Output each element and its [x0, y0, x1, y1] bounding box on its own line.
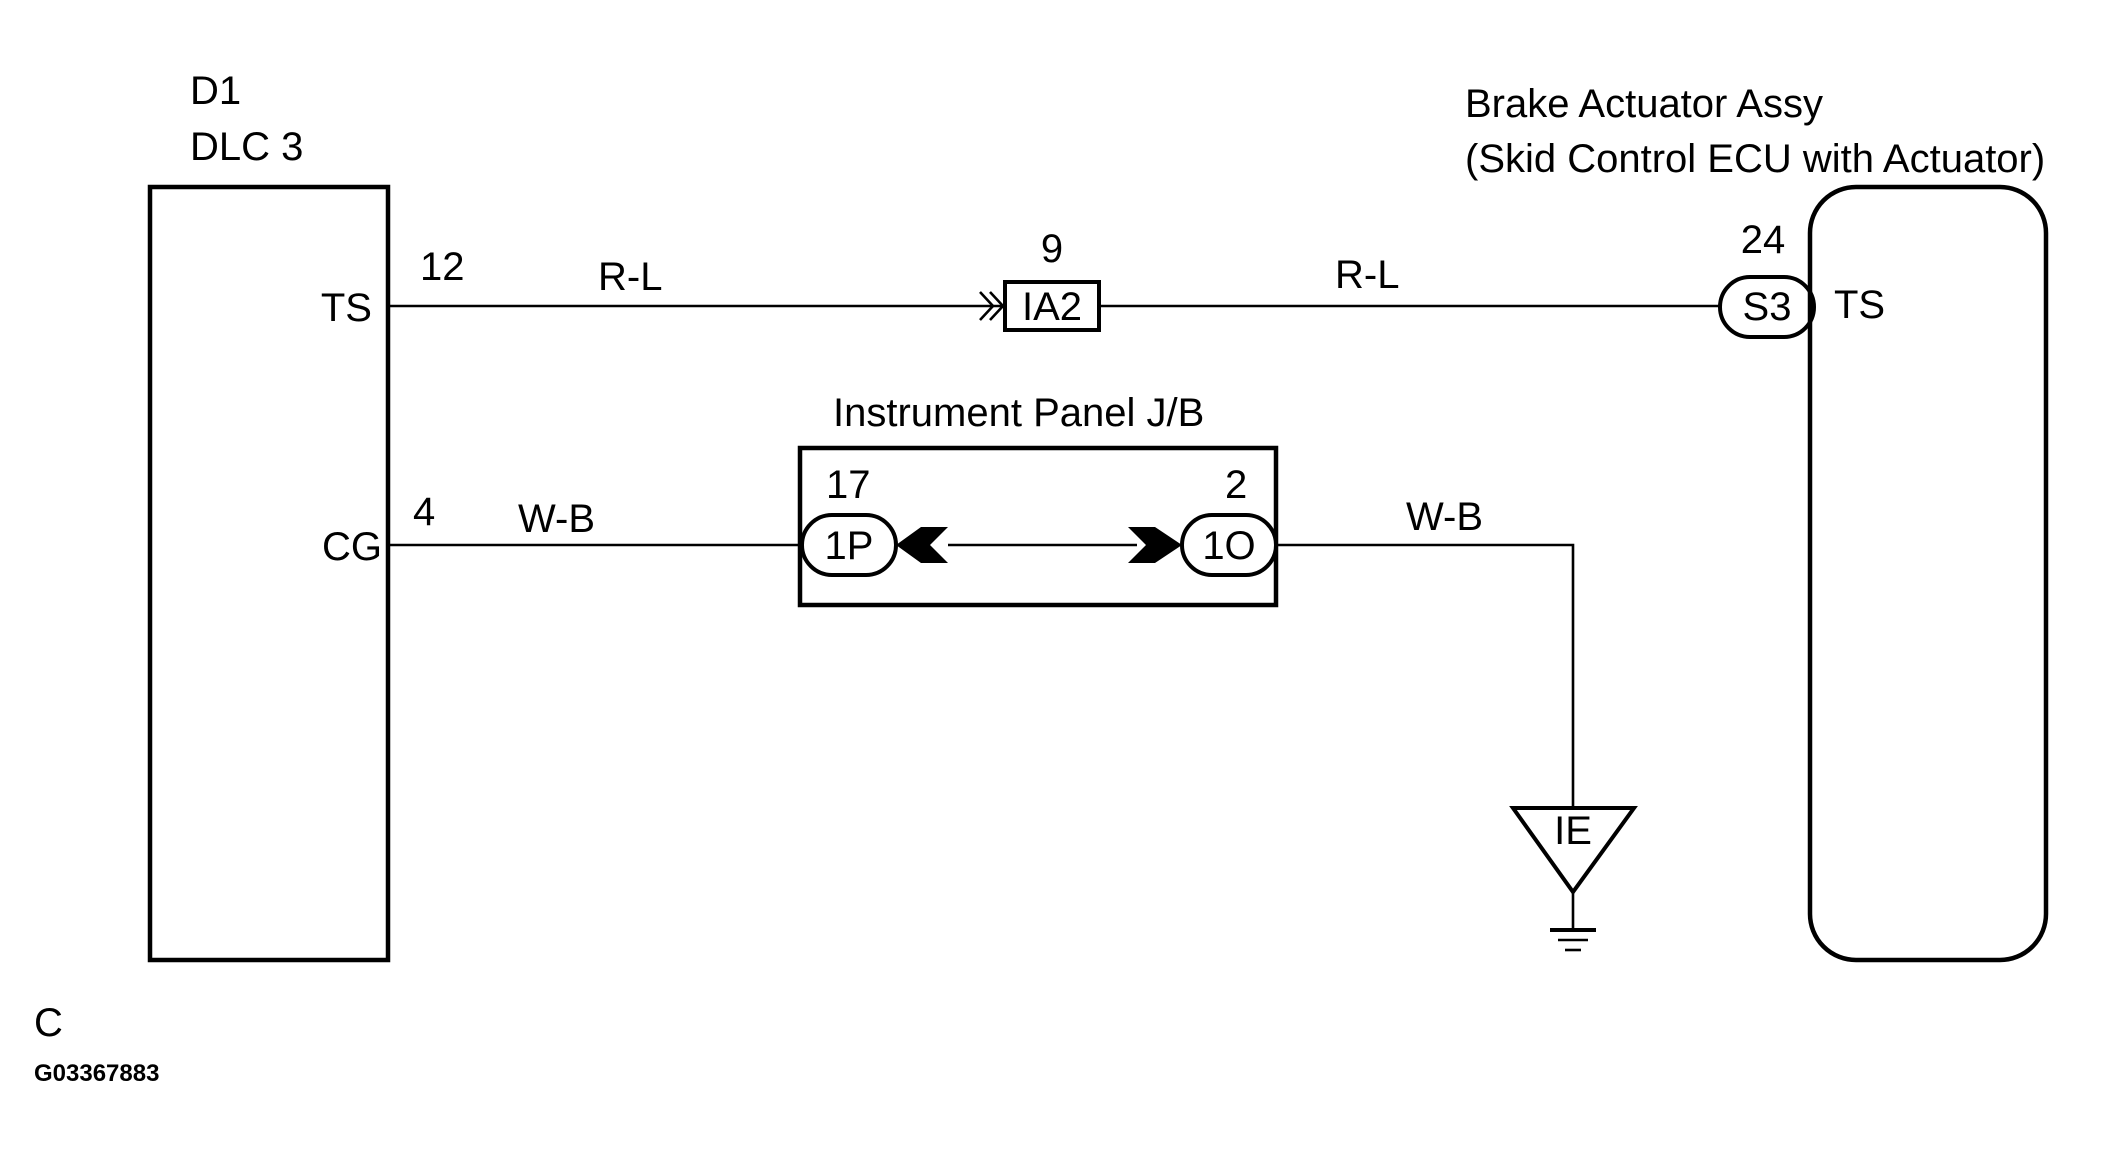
connector-1p-pin: 17	[826, 463, 871, 507]
connector-1o-label: 1O	[1202, 524, 1255, 568]
connector-1o-arrow	[1128, 527, 1182, 563]
ts-wire-color-left: R-L	[598, 255, 662, 299]
connector-s3-pin: 24	[1741, 218, 1786, 262]
dlc3-box	[147, 184, 391, 963]
connector-1o-pin: 2	[1225, 463, 1247, 507]
brake-actuator-title: Brake Actuator Assy	[1465, 82, 1823, 126]
cg-pin-number: 4	[413, 490, 435, 534]
connector-ia2-pin: 9	[1041, 227, 1063, 271]
ground-icon	[1550, 892, 1596, 952]
cg-wire-color-left: W-B	[518, 497, 595, 541]
cg-wire-color-right: W-B	[1406, 495, 1483, 539]
ground-point-label: IE	[1554, 809, 1592, 853]
connector-1p-label: 1P	[825, 524, 874, 568]
figure-id: G03367883	[34, 1060, 159, 1087]
connector-s3-label: S3	[1743, 285, 1792, 329]
brake-actuator-pin-ts-label: TS	[1834, 283, 1885, 327]
ground-wire	[1276, 543, 1575, 808]
brake-actuator-box	[1807, 184, 2049, 963]
junction-block-box	[797, 445, 1279, 608]
ts-pin-number: 12	[420, 245, 465, 289]
ground-point-ie	[1509, 806, 1638, 896]
dlc3-pin-cg-label: CG	[322, 525, 382, 569]
dlc3-pin-ts-label: TS	[321, 286, 372, 330]
connector-s3	[1718, 275, 1816, 339]
dlc3-name-label: DLC 3	[190, 125, 303, 169]
connector-ia2-label: IA2	[1022, 285, 1082, 329]
dlc3-ref-label: D1	[190, 69, 241, 113]
junction-block-label: Instrument Panel J/B	[833, 391, 1204, 435]
ts-wire-color-right: R-L	[1335, 253, 1399, 297]
connector-ia2	[1003, 280, 1101, 332]
brake-actuator-subtitle: (Skid Control ECU with Actuator)	[1465, 137, 2045, 181]
footer-code: C	[34, 1001, 63, 1045]
connector-1p-arrow	[896, 527, 948, 563]
